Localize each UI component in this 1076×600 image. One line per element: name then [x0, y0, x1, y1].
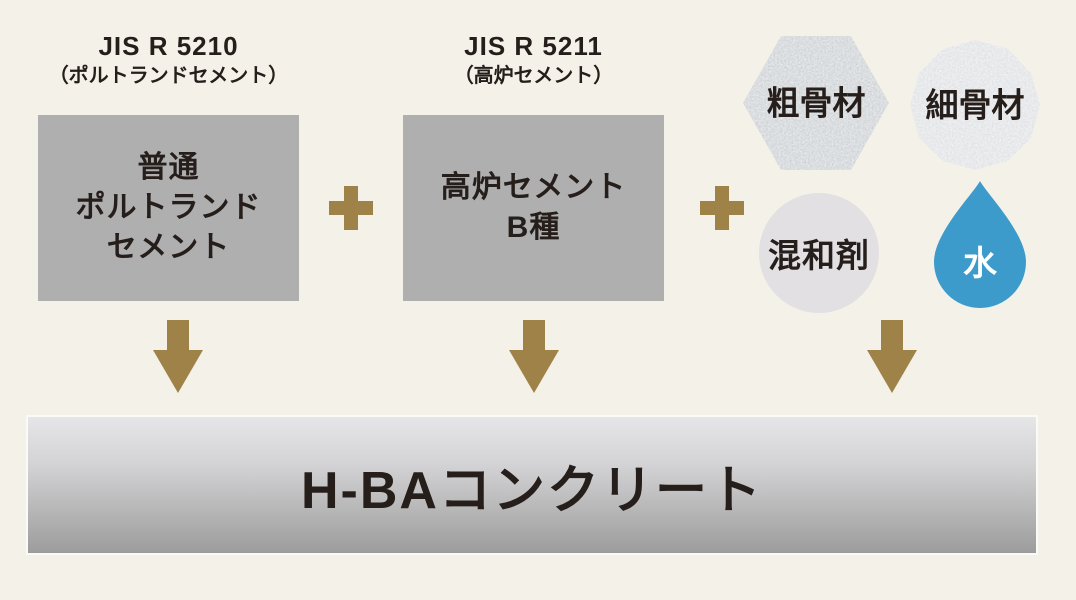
- plus-icon: [700, 186, 744, 230]
- box-line: 普通: [137, 151, 200, 184]
- water-label: 水: [963, 245, 998, 283]
- result-bar: H-BAコンクリート: [26, 415, 1038, 555]
- box-line: セメント: [106, 231, 231, 264]
- jis-standard-note: （ポルトランドセメント）: [48, 65, 289, 87]
- plus-icon: [329, 186, 373, 230]
- coarse-aggregate-hexagon: 粗骨材: [743, 36, 889, 170]
- fine-aggregate-label: 細骨材: [926, 87, 1025, 124]
- jis-label-portland: JIS R 5210 （ポルトランドセメント）: [38, 30, 299, 90]
- admixture-label: 混和剤: [768, 237, 870, 274]
- down-arrow-icon: [153, 320, 203, 393]
- box-blast-furnace-cement-b: 高炉セメント B種: [403, 115, 664, 301]
- box-line: 高炉セメント: [440, 171, 627, 204]
- jis-standard-note: （高炉セメント）: [453, 65, 614, 87]
- result-label: H-BAコンクリート: [301, 461, 763, 520]
- jis-label-blast-furnace: JIS R 5211 （高炉セメント）: [403, 30, 664, 90]
- box-ordinary-portland-cement: 普通 ポルトランド セメント: [38, 115, 299, 301]
- down-arrow-icon: [509, 320, 559, 393]
- fine-aggregate-polygon: 細骨材: [910, 40, 1040, 170]
- jis-standard-number: JIS R 5210: [98, 31, 239, 61]
- box-line: B種: [506, 211, 561, 244]
- water-drop-icon: 水: [934, 181, 1026, 308]
- box-line: ポルトランド: [75, 191, 262, 224]
- jis-standard-number: JIS R 5211: [464, 31, 603, 61]
- down-arrow-icon: [867, 320, 917, 393]
- coarse-aggregate-label: 粗骨材: [767, 85, 866, 122]
- admixture-circle: 混和剤: [759, 193, 879, 313]
